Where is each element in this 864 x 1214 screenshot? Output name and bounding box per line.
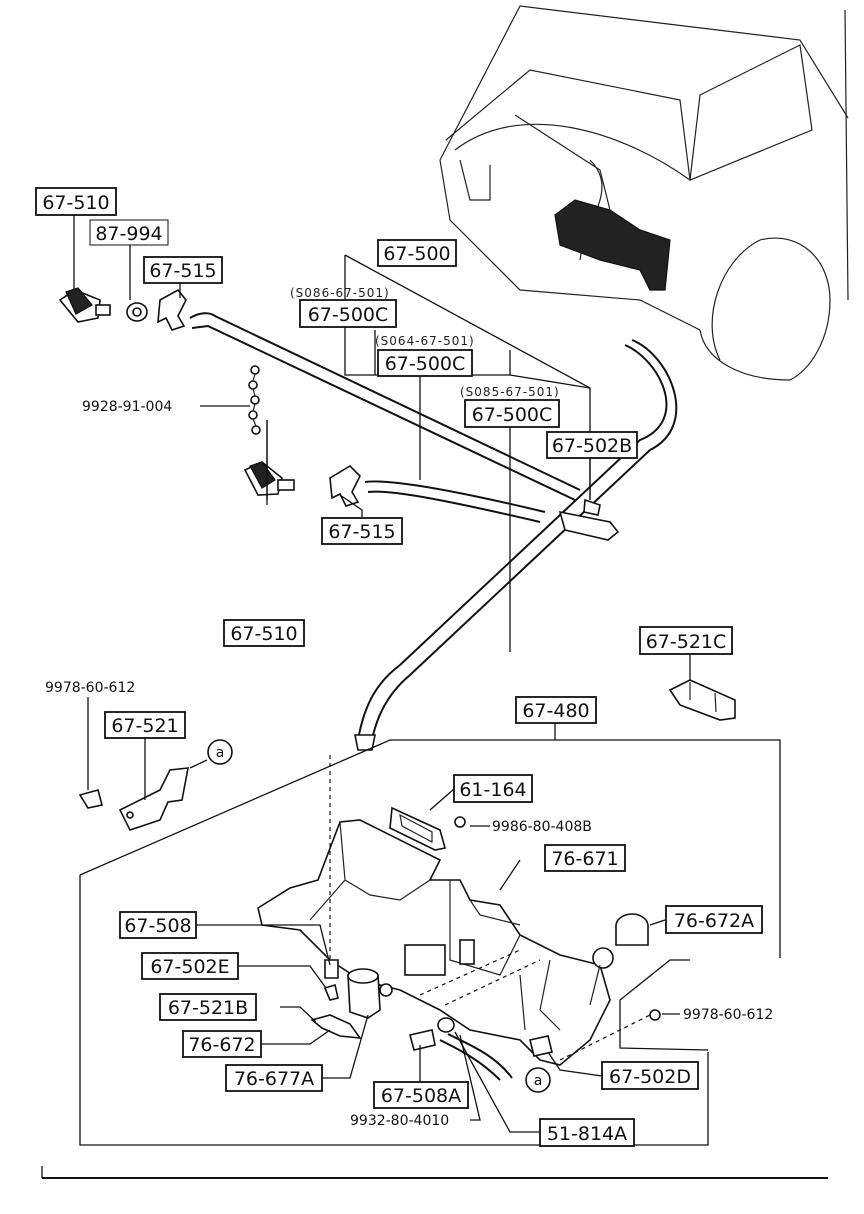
label-76-677A: 76-677A <box>225 1064 323 1092</box>
label-67-500C-b: 67-500C <box>377 349 473 377</box>
svg-text:61-164: 61-164 <box>459 779 526 801</box>
assembly-frame-67-480 <box>79 739 781 1146</box>
part-9978-60-612-right: 9978-60-612 <box>683 1007 773 1023</box>
svg-text:67-502D: 67-502D <box>609 1066 691 1088</box>
svg-text:67-515: 67-515 <box>149 260 216 282</box>
svg-text:67-521B: 67-521B <box>168 997 248 1019</box>
svg-text:67-508A: 67-508A <box>381 1085 461 1107</box>
label-67-500C-a: 67-500C <box>299 299 397 328</box>
part-labels: 67-510 87-994 67-515 67-500 (S086-67-501… <box>35 187 763 1147</box>
washer-hoses <box>189 312 678 751</box>
svg-text:67-502B: 67-502B <box>552 435 632 457</box>
svg-text:67-500C: 67-500C <box>472 404 553 426</box>
clip-67-515-top <box>157 288 187 331</box>
dashed-connection-lines <box>329 755 651 1061</box>
svg-text:67-508: 67-508 <box>124 915 191 937</box>
label-67-510-top: 67-510 <box>35 187 117 216</box>
svg-text:a: a <box>534 1073 543 1089</box>
pump-fittings <box>323 959 661 1081</box>
svg-text:67-510: 67-510 <box>42 192 109 214</box>
cap-76-672A <box>615 913 649 946</box>
label-67-500: 67-500 <box>377 239 457 267</box>
label-76-672: 76-672 <box>182 1030 262 1058</box>
label-67-515-top: 67-515 <box>143 256 223 284</box>
label-51-814A: 51-814A <box>539 1118 635 1147</box>
washer-tank-location <box>554 199 671 291</box>
label-67-510-mid: 67-510 <box>223 619 305 647</box>
strap-67-521B <box>310 1014 362 1039</box>
svg-text:67-502E: 67-502E <box>150 956 229 978</box>
label-67-508: 67-508 <box>119 911 197 939</box>
label-67-502D: 67-502D <box>601 1061 699 1090</box>
nozzle-top <box>58 287 111 323</box>
svg-text:67-510: 67-510 <box>230 623 297 645</box>
clip-67-515-mid <box>329 464 361 507</box>
callout-a-2: a <box>525 1067 551 1093</box>
ref-S085: (S085-67-501) <box>460 385 560 399</box>
svg-text:67-500: 67-500 <box>383 243 450 265</box>
svg-text:67-500C: 67-500C <box>308 304 389 326</box>
svg-text:67-521C: 67-521C <box>646 631 727 653</box>
callout-a-1: a <box>207 739 233 765</box>
svg-text:67-515: 67-515 <box>328 521 395 543</box>
svg-text:a: a <box>216 745 225 761</box>
bottom-rule <box>41 1166 828 1179</box>
svg-text:87-994: 87-994 <box>95 223 162 245</box>
svg-text:67-521: 67-521 <box>111 715 178 737</box>
vehicle-outline <box>439 5 849 381</box>
bracket-67-521C <box>668 679 736 721</box>
svg-text:67-500C: 67-500C <box>385 353 466 375</box>
ref-S086: (S086-67-501) <box>290 286 390 300</box>
label-67-521: 67-521 <box>104 711 186 739</box>
part-9932-80-4010: 9932-80-4010 <box>350 1113 449 1129</box>
ref-S064: (S064-67-501) <box>375 334 475 348</box>
part-9986-80-408B: 9986-80-408B <box>492 819 592 835</box>
seal-61-164 <box>389 806 466 851</box>
label-76-672A: 76-672A <box>665 905 763 934</box>
connector-67-502B <box>558 498 620 541</box>
part-9978-60-612-top: 9978-60-612 <box>45 680 135 696</box>
label-87-994: 87-994 <box>89 219 169 246</box>
label-67-502B: 67-502B <box>546 431 638 459</box>
bracket-67-521 <box>78 767 189 831</box>
nozzle-mid <box>243 461 295 496</box>
plain-part-numbers: 9928-91-004 9978-60-612 9986-80-408B 997… <box>45 399 773 1129</box>
hose-clip-chain <box>248 365 261 435</box>
label-67-480: 67-480 <box>515 696 597 724</box>
label-67-500C-c: 67-500C <box>464 399 560 428</box>
label-67-521C: 67-521C <box>639 626 733 655</box>
part-9928-91-004: 9928-91-004 <box>82 399 172 415</box>
svg-text:51-814A: 51-814A <box>547 1123 627 1145</box>
label-67-515-mid: 67-515 <box>321 517 403 545</box>
grommet-87-994 <box>126 302 148 322</box>
svg-text:67-480: 67-480 <box>522 700 589 722</box>
label-67-508A: 67-508A <box>373 1081 469 1109</box>
label-76-671: 76-671 <box>544 844 626 872</box>
svg-text:76-677A: 76-677A <box>234 1068 314 1090</box>
leader-lines <box>73 215 691 1133</box>
label-67-521B: 67-521B <box>159 993 257 1021</box>
pump-76-677A <box>347 968 393 1019</box>
svg-text:76-672: 76-672 <box>188 1034 255 1056</box>
label-67-502E: 67-502E <box>141 952 239 980</box>
label-61-164: 61-164 <box>453 774 533 803</box>
svg-text:76-671: 76-671 <box>551 848 618 870</box>
svg-text:76-672A: 76-672A <box>674 910 754 932</box>
